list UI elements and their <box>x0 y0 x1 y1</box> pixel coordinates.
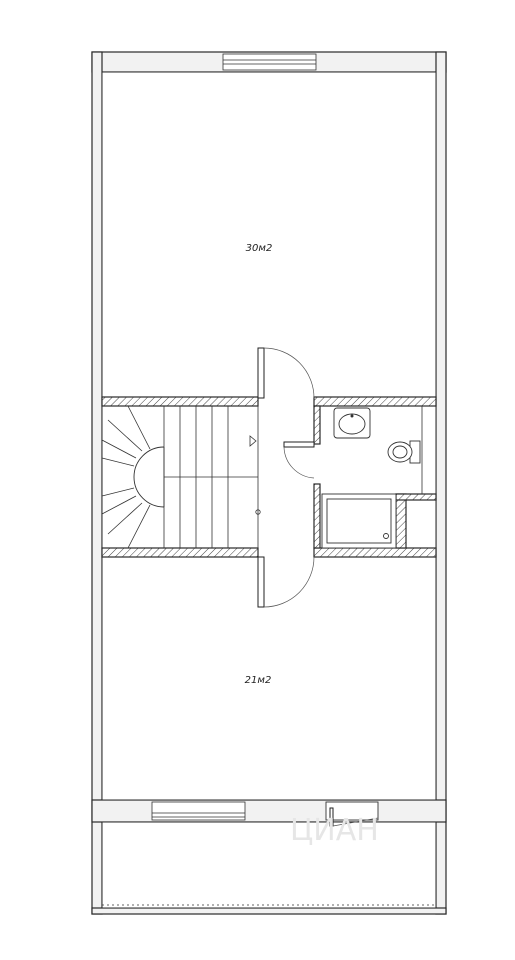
wall-stair-bottom <box>101 547 259 558</box>
wall-stair-top <box>101 396 259 407</box>
stair-winder <box>101 487 135 497</box>
stair-winder <box>101 439 137 459</box>
stair-winder <box>127 405 151 450</box>
window-top <box>222 53 317 71</box>
stair-winder <box>107 502 143 535</box>
stair-winder <box>101 495 137 515</box>
windows <box>102 53 436 906</box>
wall-bottom <box>91 907 447 915</box>
interior-walls <box>101 396 437 558</box>
room-area-upper: 30м2 <box>246 243 273 254</box>
bathroom-fixtures <box>321 407 421 549</box>
stair-well-curve <box>133 446 165 508</box>
toilet <box>387 440 421 464</box>
wall-shower-top <box>395 493 437 501</box>
wall-balcony <box>91 799 447 823</box>
doors <box>257 347 315 608</box>
wall-bath-bottom <box>313 547 437 558</box>
door-upper-swing <box>263 347 315 399</box>
stair-winder <box>101 457 135 467</box>
stair-winder <box>107 419 143 452</box>
wall-bath-left-lower <box>313 483 321 549</box>
wall-shower-right <box>395 493 407 549</box>
wall-bath-left-upper <box>313 405 321 445</box>
wall-right <box>435 51 447 915</box>
window-bottom <box>151 801 246 821</box>
shower-tray <box>321 493 397 549</box>
stair-winder <box>127 504 151 549</box>
wall-left <box>91 51 103 915</box>
door-lower-swing <box>263 556 315 608</box>
wall-bath-top <box>313 396 437 407</box>
door-bath-swing <box>283 446 315 479</box>
door-lower-leaf <box>257 556 265 608</box>
door-upper-leaf <box>257 347 265 399</box>
stair-direction-arrow <box>249 435 257 447</box>
staircase <box>101 405 261 549</box>
balcony-door <box>325 801 379 827</box>
outer-walls <box>91 51 447 915</box>
door-bath-leaf <box>283 441 315 448</box>
room-area-lower: 21м2 <box>245 675 272 686</box>
watermark-logo: ЦИАН <box>290 813 379 848</box>
sink <box>333 407 371 439</box>
